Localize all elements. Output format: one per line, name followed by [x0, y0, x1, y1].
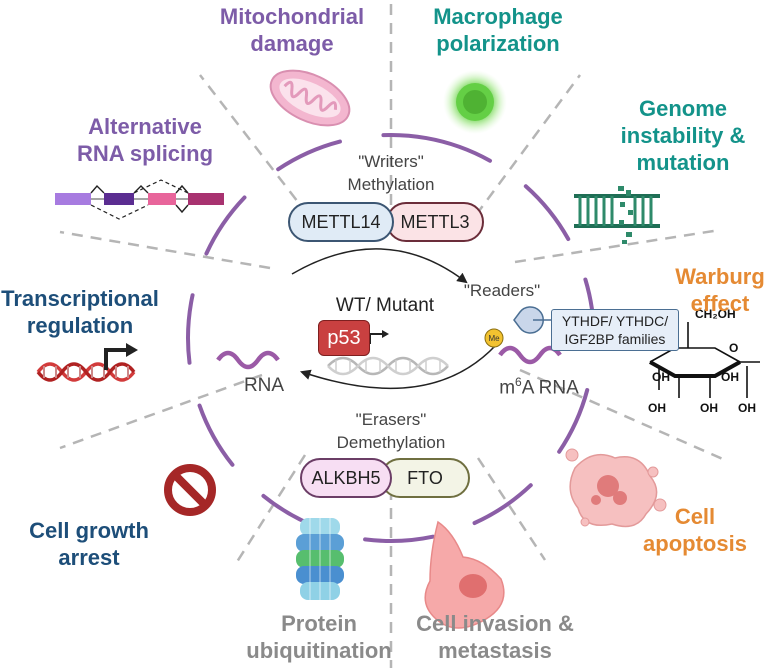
glucose-structure [649, 322, 760, 398]
glucose-ring-o: O [729, 341, 738, 355]
label-line: apoptosis [643, 531, 747, 556]
transcription-arrow [369, 333, 384, 344]
label-cell-apoptosis: Cell apoptosis [635, 503, 755, 557]
label-protein-ubiquitination: Protein ubiquitination [244, 610, 394, 664]
glucose-ch2oh: CH₂OH [695, 307, 736, 321]
invasive-cell-icon [424, 520, 505, 629]
radial-dividers [59, 0, 726, 668]
readers-box-line: IGF2BP families [564, 331, 666, 347]
dna-mutation-icon [574, 186, 660, 244]
label-mitochondrial-damage: Mitochondrial damage [212, 3, 372, 57]
label-line: Genome [638, 96, 728, 121]
label-alternative-splicing: Alternative RNA splicing [70, 113, 220, 167]
label-line: damage [250, 31, 334, 56]
glucose-oh-bottom-left: OH [648, 401, 666, 415]
m6a-suffix: A RNA [521, 377, 579, 399]
glucose-oh-bottom-mid: OH [700, 401, 718, 415]
demethylation-arrow [300, 344, 497, 390]
label-line: arrest [58, 545, 120, 570]
label-line: Cell invasion & [416, 611, 574, 636]
rna-strand-icon [216, 350, 280, 370]
label-line: Protein [281, 611, 357, 636]
m6a-rna-label: m6A RNA [484, 375, 594, 399]
label-warburg-effect: Warburg effect [670, 263, 770, 317]
label-line: mutation [636, 150, 730, 175]
prohibition-icon [164, 464, 216, 516]
me-badge-label: Me [488, 334, 500, 343]
me-badge-icon [484, 328, 504, 348]
erasers-subtitle: Demethylation [336, 433, 446, 452]
glucose-oh-right: OH [721, 370, 739, 384]
apoptotic-cell-icon [565, 448, 667, 528]
label-line: Cell [674, 504, 716, 529]
central-dna-icon [327, 356, 449, 376]
readers-families-box: YTHDF/ YTHDC/ IGF2BP families [551, 309, 679, 351]
splicing-diagram-icon [55, 179, 224, 220]
label-line: Alternative [88, 114, 202, 139]
label-line: Transcriptional [1, 286, 159, 311]
label-line: instability & [620, 123, 746, 148]
erasers-title: "Erasers" [355, 410, 427, 429]
glucose-oh-left: OH [652, 370, 670, 384]
regulation-circle [186, 133, 596, 543]
label-line: polarization [436, 31, 560, 56]
mettl3-pill: METTL3 [386, 202, 484, 242]
proteasome-icon [296, 518, 344, 600]
readers-box-line: YTHDF/ YTHDC/ [561, 313, 669, 329]
rna-label: RNA [243, 375, 285, 396]
writers-title: "Writers" [358, 152, 424, 171]
label-line: effect [690, 291, 750, 316]
dna-transcription-icon [36, 343, 138, 382]
mettl14-pill: METTL14 [288, 202, 394, 242]
label-genome-instability: Genome instability & mutation [608, 95, 758, 176]
wt-mutant-label: WT/ Mutant [335, 295, 435, 316]
mitochondrion-icon [269, 69, 351, 127]
p53-box: p53 [318, 320, 370, 356]
label-line: regulation [26, 313, 134, 338]
fto-pill: FTO [380, 458, 470, 498]
glucose-oh-bottom-right: OH [738, 401, 756, 415]
label-line: Cell growth [29, 518, 149, 543]
m6a-prefix: m [499, 377, 516, 399]
alkbh5-pill: ALKBH5 [300, 458, 392, 498]
m6a-superscript: 6 [515, 375, 522, 389]
label-line: Warburg [675, 264, 765, 289]
readers-title: "Readers" [463, 281, 541, 300]
m6a-rna-strand-icon [498, 345, 562, 365]
label-cell-growth-arrest: Cell growth arrest [24, 517, 154, 571]
macrophage-icon [443, 70, 507, 134]
writers-subtitle: Methylation [347, 175, 435, 194]
reader-protein-icon [493, 306, 552, 348]
label-line: metastasis [438, 638, 552, 663]
label-transcriptional-regulation: Transcriptional regulation [0, 285, 160, 339]
methylation-arrow [291, 248, 468, 284]
label-macrophage-polarization: Macrophage polarization [418, 3, 578, 57]
label-cell-invasion: Cell invasion & metastasis [405, 610, 585, 664]
label-line: ubiquitination [246, 638, 392, 663]
transcription-arrow-head [382, 330, 389, 338]
label-line: Macrophage [433, 4, 563, 29]
label-line: RNA splicing [76, 141, 214, 166]
label-line: Mitochondrial [219, 4, 365, 29]
